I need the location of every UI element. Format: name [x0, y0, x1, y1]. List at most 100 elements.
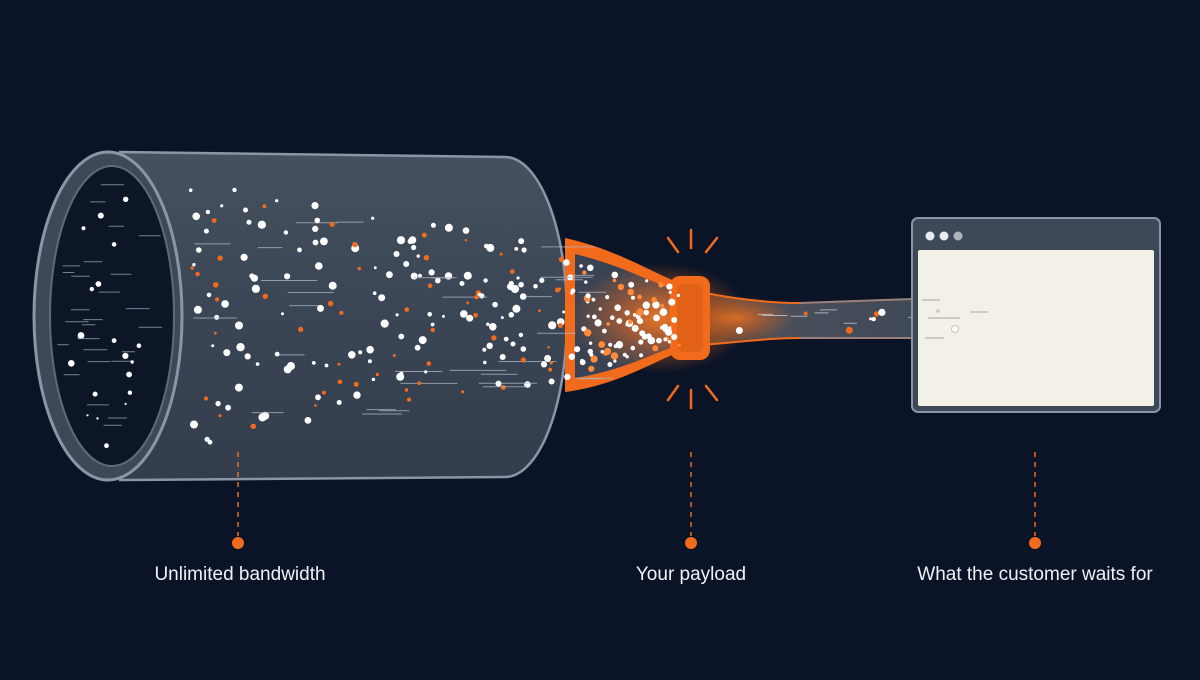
particle — [667, 340, 672, 344]
particle — [214, 331, 217, 335]
particle — [544, 354, 552, 362]
particle — [585, 293, 591, 299]
particle — [68, 360, 75, 367]
particle — [548, 378, 555, 385]
particle — [587, 348, 593, 355]
particle — [486, 342, 493, 349]
particle — [676, 293, 681, 298]
particle — [539, 277, 545, 283]
particle — [610, 315, 615, 321]
particle — [491, 335, 497, 341]
particle — [312, 239, 319, 246]
particle — [353, 381, 359, 387]
particle — [235, 321, 243, 330]
label-customer-waits: What the customer waits for — [917, 564, 1153, 585]
particle — [614, 304, 621, 312]
particle — [636, 308, 644, 316]
particle — [314, 404, 317, 407]
particle — [217, 255, 223, 261]
particle — [414, 344, 421, 351]
particle — [321, 390, 326, 395]
particle — [647, 336, 656, 345]
particle — [845, 326, 853, 334]
particle — [281, 312, 284, 316]
particle — [96, 417, 99, 420]
particle — [668, 298, 676, 306]
leader-line-bandwidth — [232, 452, 244, 549]
particle — [430, 327, 435, 333]
particle — [311, 202, 319, 210]
particle — [613, 344, 618, 349]
particle — [486, 322, 490, 326]
particle — [651, 296, 657, 303]
particle — [395, 313, 399, 317]
particle — [627, 319, 633, 325]
particle — [337, 362, 341, 366]
particle — [428, 269, 435, 276]
particle — [225, 404, 232, 411]
small-pipe-icon — [675, 290, 941, 347]
particle — [207, 439, 213, 445]
particle — [660, 325, 664, 330]
particle — [611, 271, 619, 279]
particle — [315, 394, 321, 401]
particle — [631, 295, 635, 300]
particle — [372, 291, 377, 296]
particle — [635, 314, 641, 320]
window-dot-icon — [939, 231, 949, 241]
particle — [348, 351, 356, 359]
particle — [192, 212, 200, 221]
particle — [632, 313, 637, 317]
particle — [111, 242, 117, 247]
particle — [195, 271, 200, 277]
particle — [499, 252, 503, 256]
particle — [871, 316, 876, 322]
particle — [246, 219, 252, 225]
particle — [594, 319, 602, 327]
particle — [592, 314, 597, 320]
particle — [378, 294, 386, 302]
label-unlimited-bandwidth: Unlimited bandwidth — [154, 564, 326, 585]
particle — [130, 360, 134, 364]
particle — [671, 333, 678, 341]
particle — [666, 283, 673, 290]
particle — [461, 390, 465, 394]
particle — [403, 261, 410, 267]
particle — [564, 373, 571, 381]
particle — [442, 314, 445, 318]
particle — [520, 346, 527, 352]
collar-ring-icon — [670, 276, 710, 360]
particle — [604, 347, 612, 355]
particle — [563, 259, 570, 266]
particle — [317, 304, 324, 312]
particle — [190, 420, 198, 429]
particle — [423, 255, 430, 261]
particle — [495, 380, 502, 387]
particle — [250, 274, 258, 282]
particle — [652, 301, 660, 309]
leader-line-customer — [1029, 452, 1041, 549]
particle — [606, 322, 610, 326]
particle — [642, 301, 650, 309]
particle — [512, 304, 521, 313]
particle — [430, 322, 435, 327]
particle — [483, 278, 488, 283]
particle — [624, 310, 630, 316]
particle — [547, 346, 550, 349]
particle — [444, 272, 453, 280]
particle — [324, 363, 329, 368]
warning-spark-icon — [666, 228, 719, 410]
particle — [873, 311, 880, 317]
particle — [510, 341, 516, 347]
particle — [328, 281, 337, 290]
particle — [418, 273, 422, 278]
particle — [411, 244, 417, 251]
particle — [466, 314, 474, 322]
particle — [205, 209, 211, 215]
particle — [735, 327, 743, 334]
particle — [371, 377, 376, 382]
particle — [398, 333, 405, 340]
particle — [427, 283, 433, 289]
particle — [203, 228, 209, 234]
particle — [258, 413, 267, 422]
